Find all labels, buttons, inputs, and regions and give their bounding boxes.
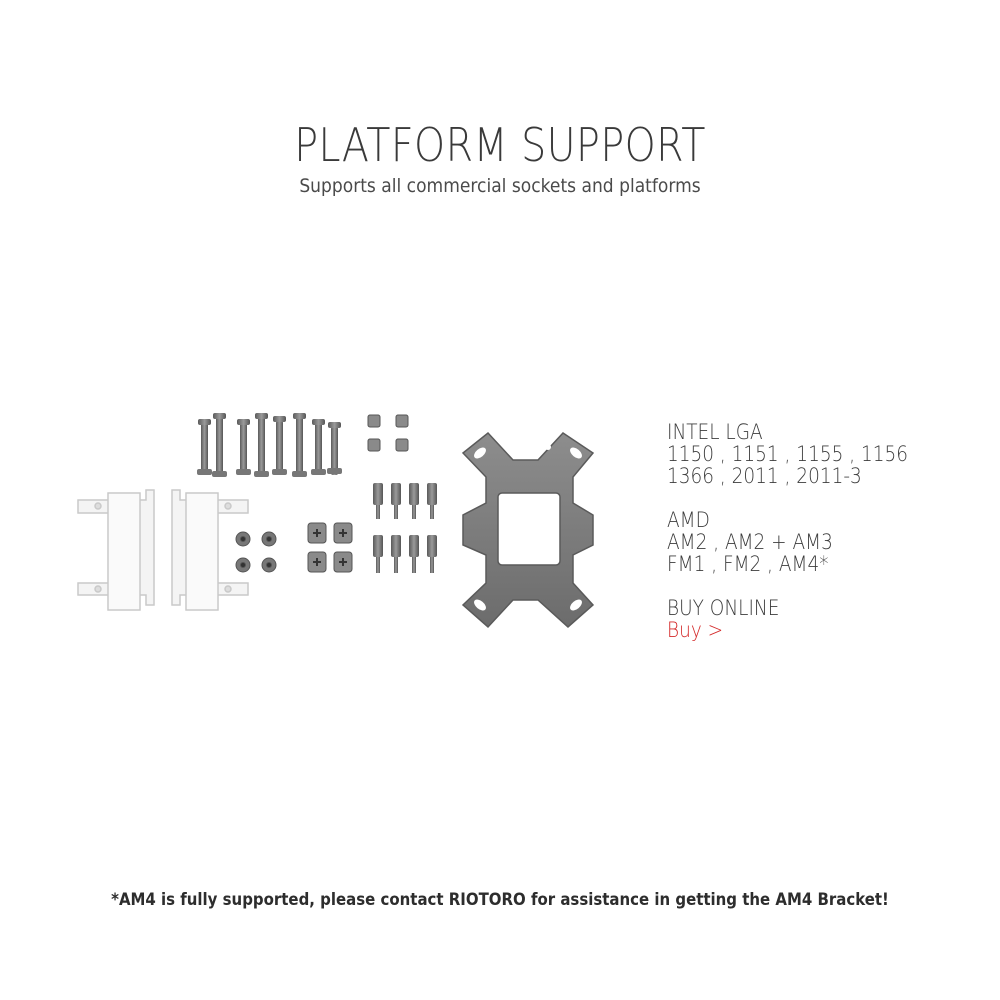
buy-section: BUY ONLINE Buy > xyxy=(667,597,987,641)
amd-sockets-line-1: AM2 , AM2 + AM3 xyxy=(667,530,833,554)
platform-specs: INTEL LGA 1150 , 1151 , 1155 , 1156 1366… xyxy=(667,421,987,663)
small-nuts xyxy=(367,414,409,452)
washers xyxy=(235,531,277,573)
amd-section: AMD AM2 , AM2 + AM3 FM1 , FM2 , AM4* xyxy=(667,509,987,575)
intel-heading: INTEL LGA xyxy=(667,420,763,444)
long-screws xyxy=(197,413,342,477)
white-brackets xyxy=(77,489,249,611)
thumb-nuts xyxy=(307,522,353,573)
intel-section: INTEL LGA 1150 , 1151 , 1155 , 1156 1366… xyxy=(667,421,987,487)
intel-sockets-line-1: 1150 , 1151 , 1155 , 1156 xyxy=(667,442,908,466)
page-subtitle: Supports all commercial sockets and plat… xyxy=(299,175,701,197)
intel-sockets-line-2: 1366 , 2011 , 2011-3 xyxy=(667,464,862,488)
am4-footnote: *AM4 is fully supported, please contact … xyxy=(111,890,889,910)
standoffs xyxy=(373,483,437,573)
buy-online-heading: BUY ONLINE xyxy=(667,596,780,620)
mounting-hardware-image xyxy=(77,413,595,629)
amd-heading: AMD xyxy=(667,508,710,532)
backplate xyxy=(461,431,595,629)
page-title: PLATFORM SUPPORT xyxy=(294,118,706,172)
buy-link[interactable]: Buy > xyxy=(667,618,724,642)
amd-sockets-line-2: FM1 , FM2 , AM4* xyxy=(667,552,829,576)
